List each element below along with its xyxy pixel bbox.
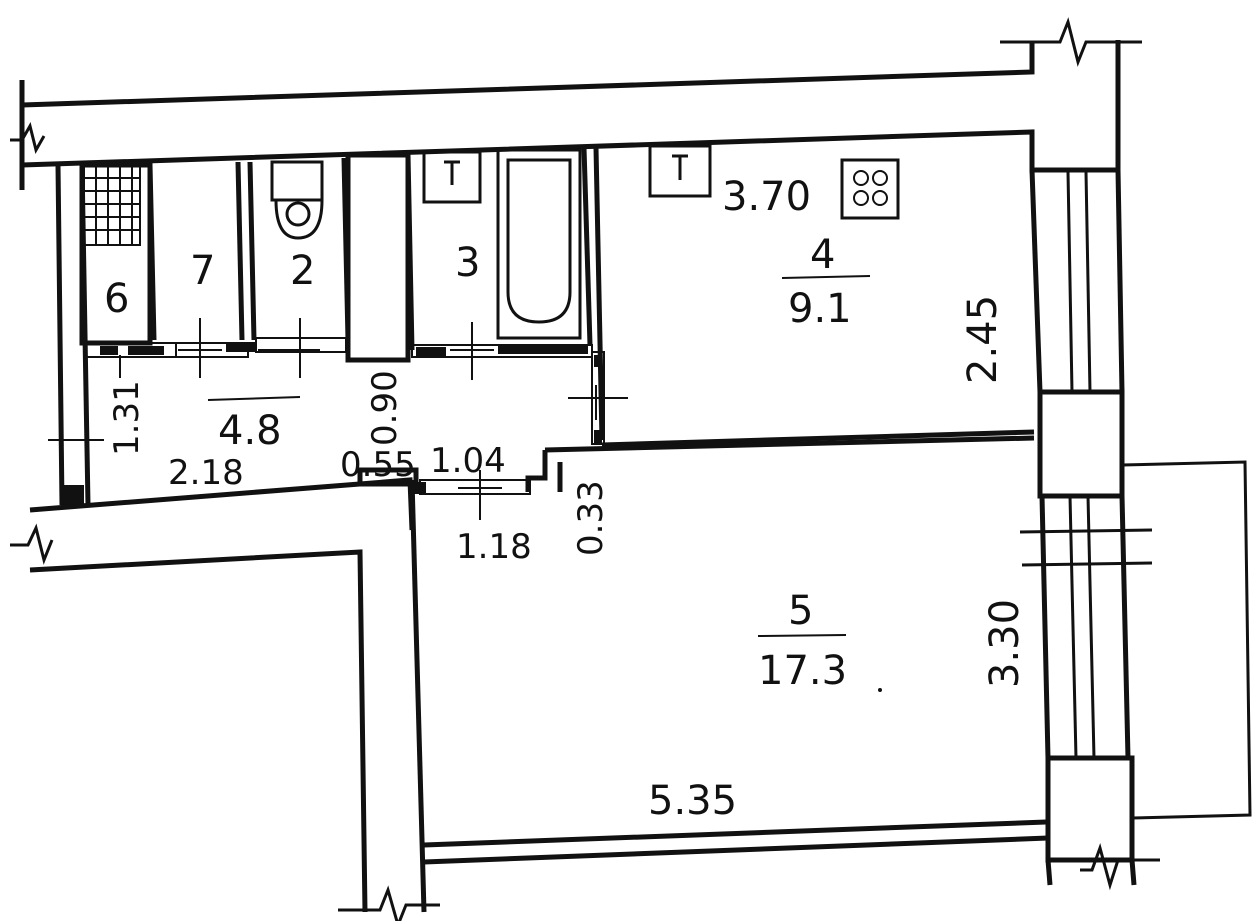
dim-door-opening: 1.04 xyxy=(430,441,506,481)
toilet-icon xyxy=(270,160,324,240)
room-number-kitchen: 4 xyxy=(810,232,835,278)
balcony xyxy=(1121,460,1252,820)
dim-living-width: 5.35 xyxy=(648,778,737,824)
exterior-wall-left xyxy=(29,164,427,913)
dim-kitchen-width: 3.70 xyxy=(722,174,811,220)
door-strips xyxy=(83,337,605,445)
dim-hall-passage: 0.90 xyxy=(365,370,405,446)
dimension-ticks xyxy=(48,275,882,692)
dim-door-clear: 1.18 xyxy=(456,527,532,567)
dim-jamb-left: 0.55 xyxy=(340,445,416,485)
sink-icon xyxy=(422,150,482,204)
bathtub-icon xyxy=(496,148,582,340)
room-number-closet: 7 xyxy=(190,248,215,294)
dim-hall-height: 1.31 xyxy=(107,380,147,456)
break-line-icon xyxy=(10,17,1160,921)
room-area-living: 17.3 xyxy=(758,648,847,694)
room-number-living: 5 xyxy=(788,588,813,634)
room-number-toilet: 2 xyxy=(290,248,315,294)
room-number-pantry: 6 xyxy=(104,276,129,322)
room-area-kitchen: 9.1 xyxy=(788,286,852,332)
tile-grid-icon xyxy=(83,164,141,246)
dim-hall-width: 2.18 xyxy=(168,453,244,493)
dim-step-offset: 0.33 xyxy=(571,480,611,556)
exterior-wall-right xyxy=(1019,169,1153,886)
room-area-hall: 4.8 xyxy=(218,408,282,454)
interior-walls xyxy=(79,147,1049,865)
kitchen-sink-icon xyxy=(648,144,712,198)
dim-living-height: 3.30 xyxy=(982,599,1028,688)
dim-kitchen-depth: 2.45 xyxy=(960,295,1006,384)
room-number-bathroom: 3 xyxy=(455,240,480,286)
stove-icon xyxy=(840,158,900,220)
